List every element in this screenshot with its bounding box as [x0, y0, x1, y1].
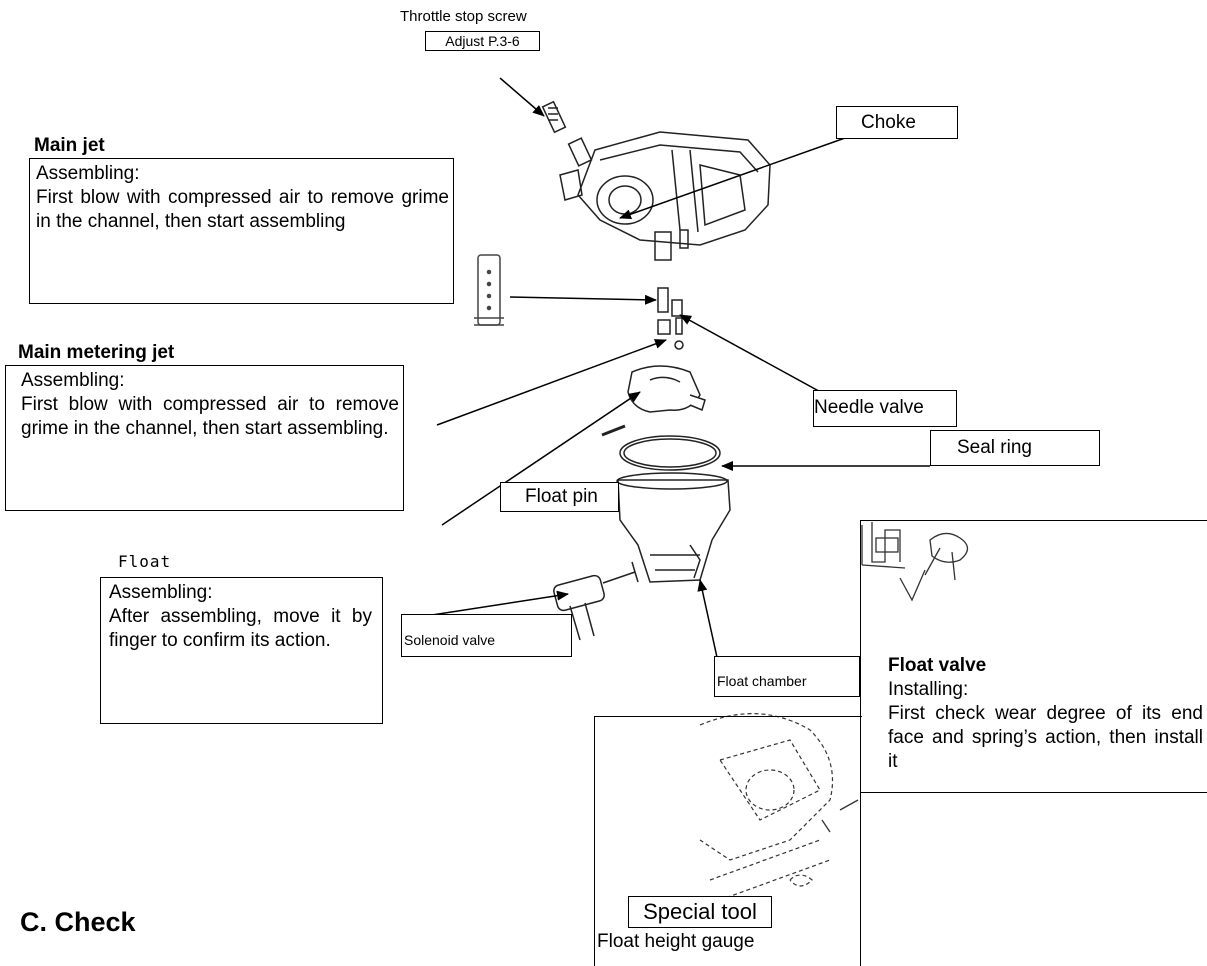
choke-arrow [619, 137, 846, 220]
float-text: After assembling, move it by finger to c… [109, 606, 372, 651]
main-jet-arrow [509, 294, 657, 305]
float-valve-title: Float valve [888, 655, 987, 676]
throttle-stop-screw-label: Throttle stop screw [400, 8, 527, 25]
float-chamber-label: Float chamber [714, 656, 860, 697]
main-jet-title: Main jet [34, 135, 105, 156]
solenoid-valve-part [553, 561, 639, 641]
seal-ring-part [619, 435, 721, 471]
main-jet-text: First blow with compressed air to remove… [36, 187, 449, 232]
main-jet-heading: Assembling: [36, 163, 140, 184]
throttle-arrow [499, 77, 545, 117]
special-tool-panel-left [594, 716, 595, 966]
float-valve-panel-left [860, 520, 861, 966]
float-valve-panel-bottom [860, 792, 1207, 793]
float-valve-sketch [861, 522, 969, 602]
float-callout: Assembling: After assembling, move it by… [100, 577, 383, 724]
float-valve-text: First check wear degree of its end face … [888, 703, 1203, 772]
float-height-gauge-sketch [699, 713, 834, 901]
needle-valve-label: Needle valve [813, 390, 957, 427]
float-pin-part [601, 424, 626, 437]
float-valve-heading: Installing: [888, 679, 969, 700]
main-metering-jet-text: First blow with compressed air to remove… [21, 394, 399, 439]
special-tool-panel-top [594, 716, 862, 717]
section-title: C. Check [20, 907, 136, 937]
needle-valve-arrow [679, 314, 827, 396]
jet-cluster-part [657, 287, 684, 350]
float-valve-panel-top [860, 520, 1207, 521]
main-metering-jet-heading: Assembling: [21, 370, 125, 391]
float-part [627, 365, 706, 413]
choke-label: Choke [836, 106, 958, 139]
special-tool-label: Special tool [628, 896, 772, 928]
main-jet-part [474, 254, 504, 326]
main-jet-callout: Assembling: First blow with compressed a… [29, 158, 454, 304]
main-metering-jet-callout: Assembling: First blow with compressed a… [5, 365, 404, 511]
seal-ring-label: Seal ring [930, 430, 1100, 466]
float-height-gauge-label: Float height gauge [597, 931, 755, 952]
float-valve-callout: Float valve Installing: First check wear… [888, 654, 1203, 774]
throttle-adjust-ref: Adjust P.3-6 [425, 31, 540, 51]
metering-jet-arrow [436, 339, 667, 426]
float-heading: Assembling: [109, 582, 213, 603]
main-metering-jet-title: Main metering jet [18, 342, 175, 363]
throttle-stop-screw-part [541, 100, 593, 167]
carburetor-body-part [559, 131, 771, 261]
float-pin-label: Float pin [500, 482, 619, 512]
float-chamber-part [616, 472, 731, 583]
float-title: Float [118, 552, 172, 571]
float-arrow [441, 391, 641, 526]
solenoid-valve-label: Solenoid valve [401, 614, 572, 657]
